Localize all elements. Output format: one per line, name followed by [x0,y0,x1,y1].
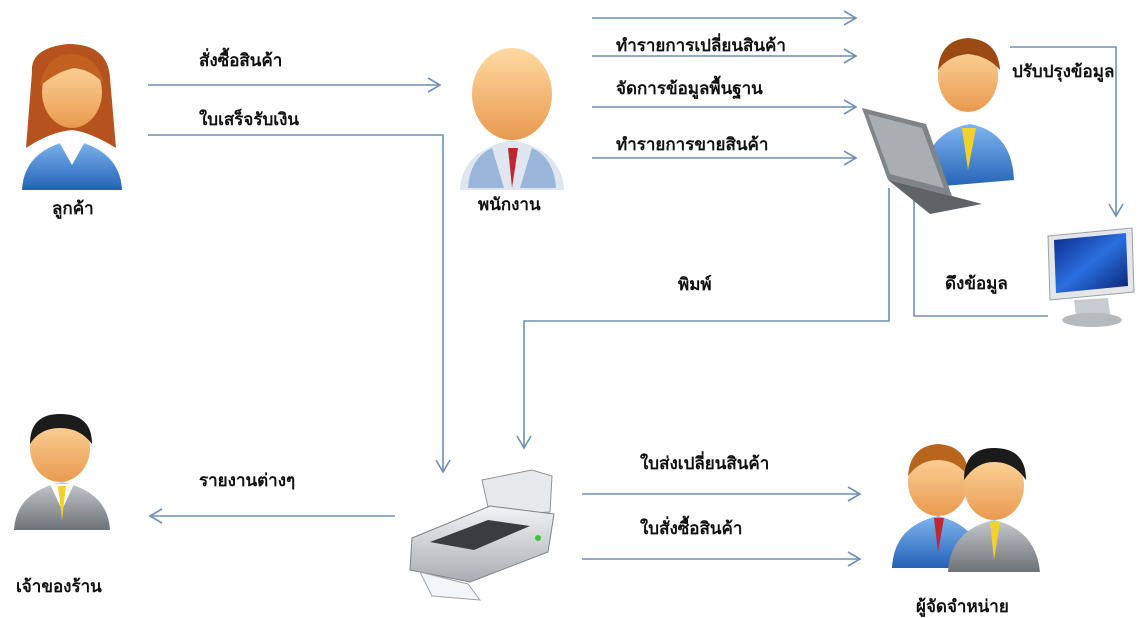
arrow-top [592,10,858,26]
arrow-exchange-goods [592,48,858,64]
female-user-icon [22,44,122,190]
arrows [148,10,1124,567]
label-reports: รายงานต่างๆ [199,471,295,491]
arrow-manage-basic-data [592,99,858,115]
label-manage-basic-data: จัดการข้อมูลพื้นฐาน [616,75,763,100]
label-exchange-goods: ทำรายการเปลี่ยนสินค้า [616,33,786,56]
arrow-update-data [1010,46,1124,218]
label-order-goods: สั่งซื้อสินค้า [199,47,282,71]
flow-labels: สั่งซื้อสินค้า ใบเสร็จรับเงิน ทำรายการเป… [199,33,1114,539]
actor-distributor-label: ผู้จัดจำหน่าย [916,597,1009,618]
label-receipt: ใบเสร็จรับเงิน [199,107,299,130]
label-purchase-order: ใบสั่งซื้อสินค้า [640,515,742,539]
actor-employee-label: พนักงาน [478,195,541,215]
arrow-order-goods [148,77,442,93]
label-update-data: ปรับปรุงข้อมูล [1012,62,1114,83]
actor-owner-label: เจ้าของร้าน [16,577,102,597]
label-print: พิมพ์ [678,274,712,295]
laptop-user-icon [862,38,1014,214]
arrow-purchase-order [582,551,862,567]
label-exchange-slip: ใบส่งเปลี่ยนสินค้า [640,451,769,474]
actor-customer-label: ลูกค้า [52,199,94,220]
male-user-icon [460,48,564,190]
arrow-sell-goods [592,150,858,166]
label-retrieve-data: ดึงข้อมูล [945,274,1008,295]
arrow-exchange-slip [582,486,862,502]
arrow-reports [148,508,395,524]
two-businessmen-icon [892,444,1040,572]
monitor-icon [1047,227,1135,327]
label-sell-goods: ทำรายการขายสินค้า [616,135,768,155]
businessman-icon [14,414,110,530]
arrow-receipt [148,134,451,474]
arrow-print [516,188,890,450]
printer-icon [409,469,555,601]
